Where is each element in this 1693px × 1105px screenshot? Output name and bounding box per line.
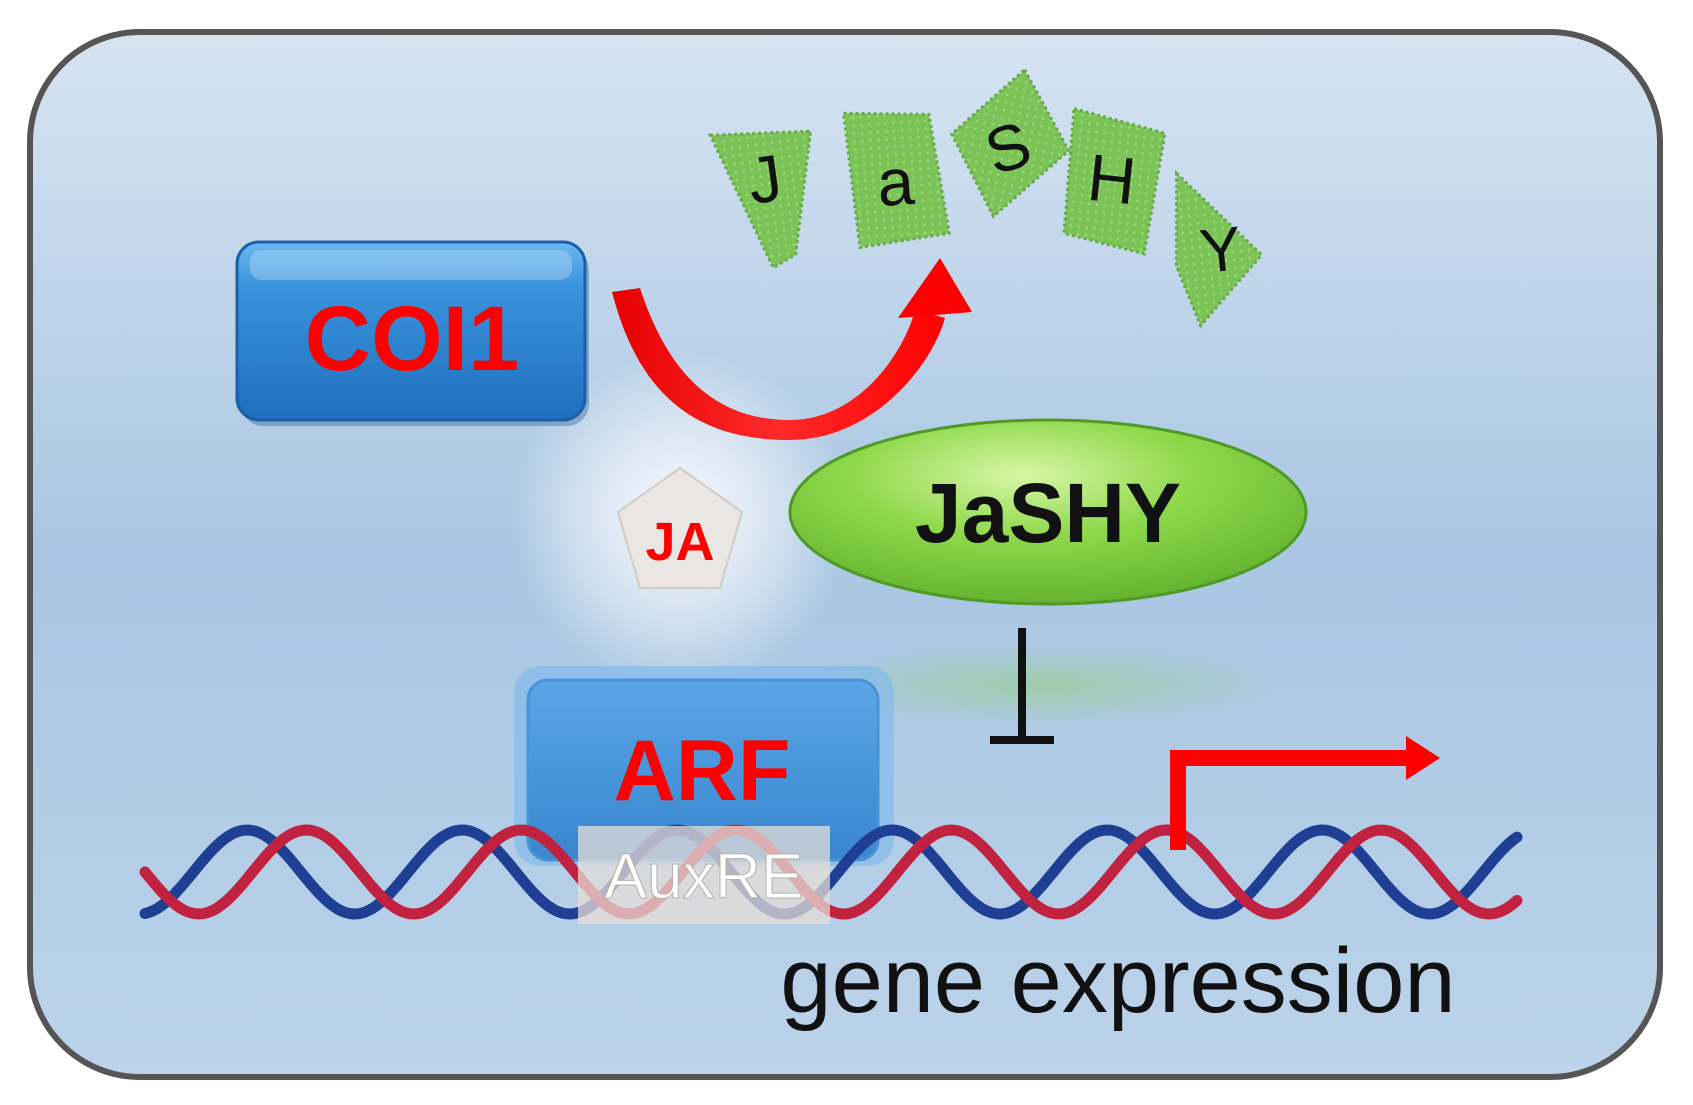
dna-helix — [139, 824, 1523, 920]
fragment-y: Y — [1174, 169, 1264, 329]
transcription-start-arrow — [1170, 736, 1440, 850]
fragment-a: a — [841, 111, 951, 250]
dna-strand-blue — [139, 824, 1523, 920]
coi1-label: COI1 — [305, 288, 520, 390]
arf-box: ARF — [514, 666, 894, 866]
fragment-s: S — [949, 67, 1071, 219]
jashy-label: JaSHY — [915, 466, 1181, 560]
fragment-h: H — [1062, 106, 1167, 256]
auxre-element: AuxRE — [578, 826, 830, 924]
inhibition-bar — [990, 628, 1054, 744]
arf-label: ARF — [614, 723, 791, 819]
fragment-y-letter: Y — [1197, 214, 1245, 287]
ja-label: JA — [645, 512, 714, 572]
jashy-fragments: J a S H Y — [707, 67, 1264, 329]
fragment-a-letter: a — [875, 144, 917, 220]
jashy-protein: JaSHY — [788, 418, 1308, 606]
fragment-j: J — [707, 129, 813, 270]
jashy-shadow — [800, 645, 1280, 725]
ja-pentagon: JA — [616, 466, 744, 589]
gene-expression-label: gene expression — [780, 930, 1455, 1032]
dna-strand-red — [139, 824, 1523, 920]
fragment-h-letter: H — [1084, 140, 1139, 219]
degradation-arrow — [612, 258, 972, 440]
coi1-box: COI1 — [235, 240, 589, 426]
auxre-label: AuxRE — [604, 840, 803, 912]
